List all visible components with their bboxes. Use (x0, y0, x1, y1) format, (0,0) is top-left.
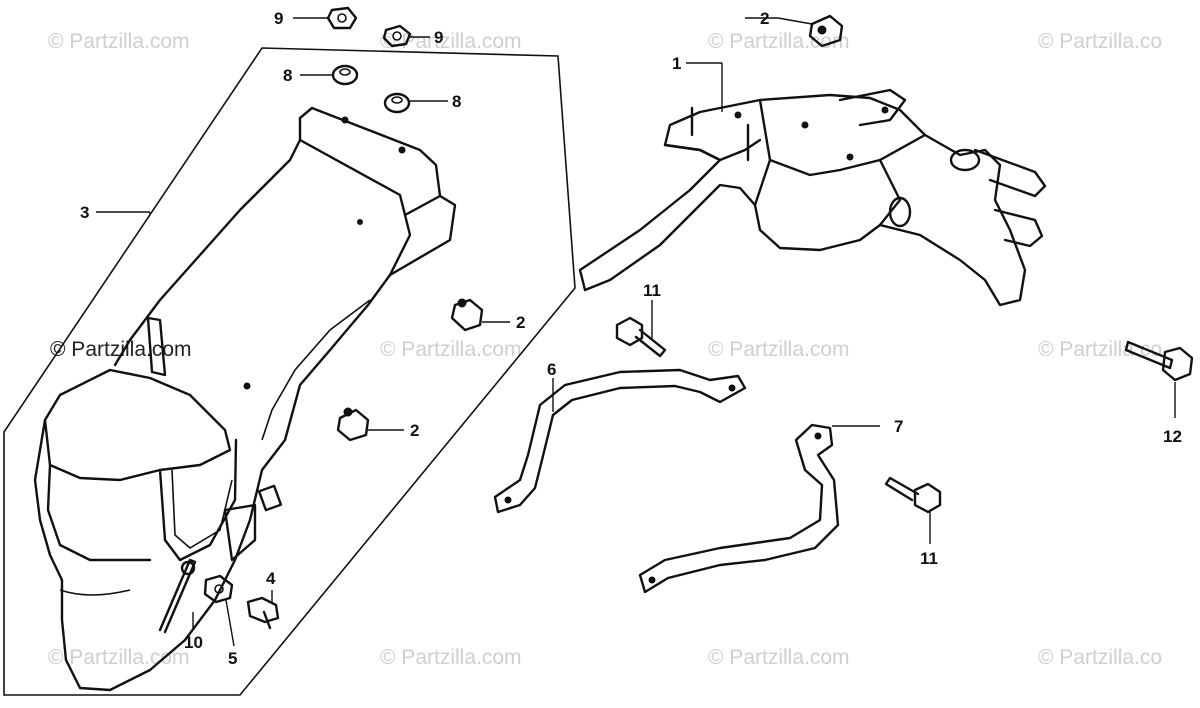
clip-nut (336, 407, 370, 442)
callout-4: 4 (266, 569, 276, 588)
stay-b (638, 423, 840, 594)
callout-8: 8 (452, 92, 461, 111)
assembly-frame (3, 47, 576, 696)
watermark: © Partzilla.com (48, 30, 190, 53)
clip-nut (808, 14, 844, 48)
watermark: © Partzilla.co (1038, 30, 1163, 53)
callout-8: 8 (283, 66, 292, 85)
watermark: © Partzilla.com (380, 646, 522, 669)
flange-bolt (615, 316, 667, 358)
watermark: © Partzilla.com (48, 646, 190, 669)
leader-lines (96, 17, 1176, 647)
callout-7: 7 (894, 417, 903, 436)
callout-9: 9 (434, 28, 443, 47)
callout-3: 3 (80, 203, 89, 222)
callout-11: 11 (920, 549, 938, 568)
watermark: © Partzilla.com (708, 338, 850, 361)
rear-fender (33, 106, 457, 692)
clip-nut (450, 298, 484, 332)
hex-bolt (1124, 340, 1194, 382)
fender-bracket (578, 88, 1047, 307)
watermark: © Partzilla.com (380, 30, 522, 53)
callout-6: 6 (547, 360, 556, 379)
flange-bolt (884, 476, 942, 514)
collar-nut (203, 574, 234, 604)
grommet (331, 64, 359, 86)
stay-a (493, 368, 747, 514)
callout-10: 10 (184, 633, 203, 652)
wire-clip (158, 558, 197, 634)
watermark: © Partzilla.com (708, 646, 850, 669)
cap-nut (326, 6, 358, 30)
watermark: © Partzilla.co (1038, 646, 1163, 669)
callout-5: 5 (228, 649, 237, 668)
watermark: © Partzilla.com (380, 338, 522, 361)
callout-2: 2 (760, 9, 769, 28)
callout-11: 11 (643, 281, 661, 300)
callout-9: 9 (274, 9, 283, 28)
watermark: © Partzilla.com (50, 338, 192, 361)
bolt (246, 596, 280, 630)
callout-2: 2 (516, 313, 525, 332)
callout-12: 12 (1163, 427, 1182, 446)
callout-2: 2 (410, 421, 419, 440)
watermark: © Partzilla.com (708, 30, 850, 53)
grommet (383, 92, 411, 114)
callout-labels: 1 2 2 2 3 4 5 6 7 8 8 9 9 10 11 11 12 (80, 9, 1182, 668)
callout-1: 1 (672, 54, 681, 73)
cap-nut (382, 24, 412, 48)
